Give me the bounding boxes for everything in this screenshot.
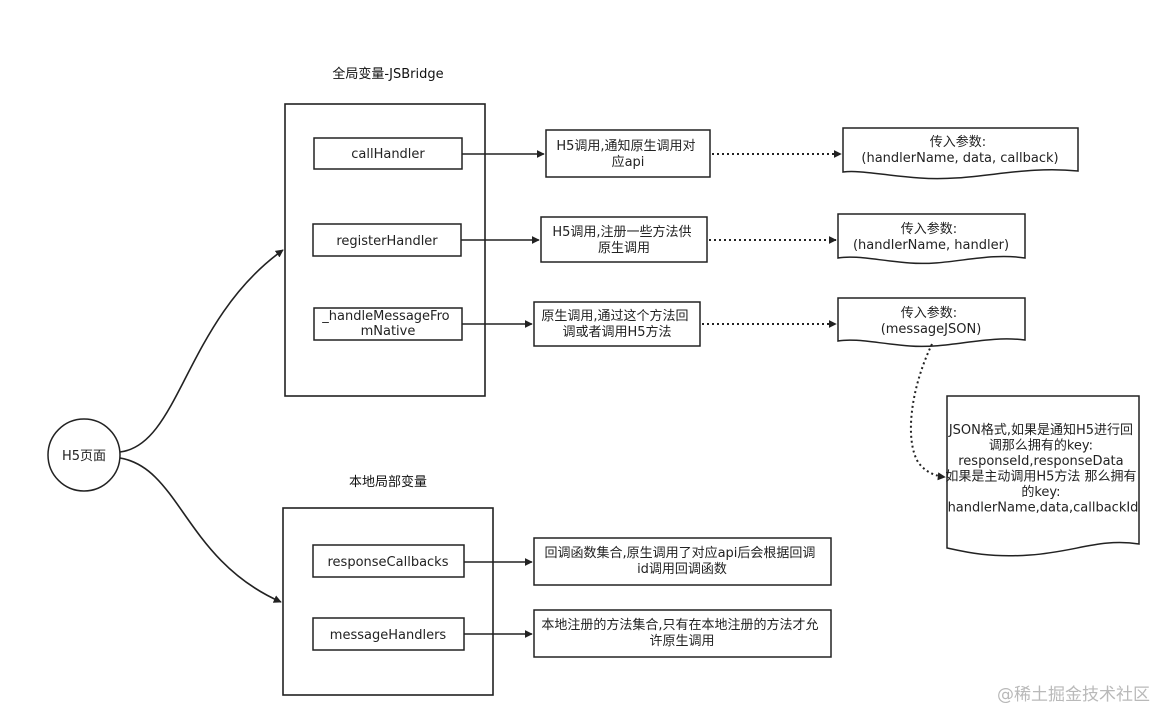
message-handlers-label: messageHandlers — [330, 628, 447, 643]
register-handler-params-text: 传入参数: (handlerName, handler) — [853, 221, 1009, 253]
h5-page-label: H5页面 — [62, 449, 106, 464]
register-handler-desc: H5调用,注册一些方法供 原生调用 — [552, 224, 695, 256]
register-handler-box — [312, 223, 462, 257]
edge-params-to-json-note — [909, 343, 946, 481]
call-handler-desc: H5调用,通知原生调用对 应api — [556, 138, 699, 170]
local-title: 本地局部变量 — [349, 474, 427, 490]
response-callbacks-desc-box — [533, 537, 832, 586]
register-handler-label: registerHandler — [336, 234, 438, 249]
handle-message-desc: 原生调用,通过这个方法回 调或者调用H5方法 — [541, 308, 692, 340]
call-handler-label: callHandler — [351, 147, 425, 162]
call-handler-desc-box — [545, 129, 711, 178]
edge-h5-to-global — [119, 249, 284, 453]
json-note-text: JSON格式,如果是通知H5进行回 调那么拥有的key: responseId,… — [945, 422, 1140, 516]
h5-page-node — [47, 418, 121, 492]
call-handler-params-doc — [842, 127, 1079, 180]
handle-message-label: _handleMessageFro mNative — [321, 309, 453, 339]
watermark: @稀土掘金技术社区 — [997, 685, 1150, 705]
global-title: 全局变量-JSBridge — [332, 66, 443, 82]
response-callbacks-box — [312, 544, 465, 578]
handle-message-params-doc — [837, 297, 1026, 348]
response-callbacks-label: responseCallbacks — [328, 555, 449, 570]
call-handler-params-text: 传入参数: (handlerName, data, callback) — [861, 134, 1058, 166]
message-handlers-desc-box — [533, 609, 832, 658]
register-handler-params-doc — [837, 213, 1026, 265]
json-note-doc — [946, 395, 1140, 557]
response-callbacks-desc: 回调函数集合,原生调用了对应api后会根据回调 id调用回调函数 — [544, 545, 819, 577]
local-frame — [282, 507, 494, 696]
handle-message-box — [313, 307, 463, 341]
handle-message-params-text: 传入参数: (messageJSON) — [881, 305, 982, 337]
call-handler-box — [313, 137, 463, 170]
edge-h5-to-local — [119, 457, 282, 603]
message-handlers-desc: 本地注册的方法集合,只有在本地注册的方法才允 许原生调用 — [541, 617, 822, 649]
register-handler-desc-box — [540, 216, 708, 263]
handle-message-desc-box — [533, 301, 701, 347]
message-handlers-box — [312, 617, 465, 651]
